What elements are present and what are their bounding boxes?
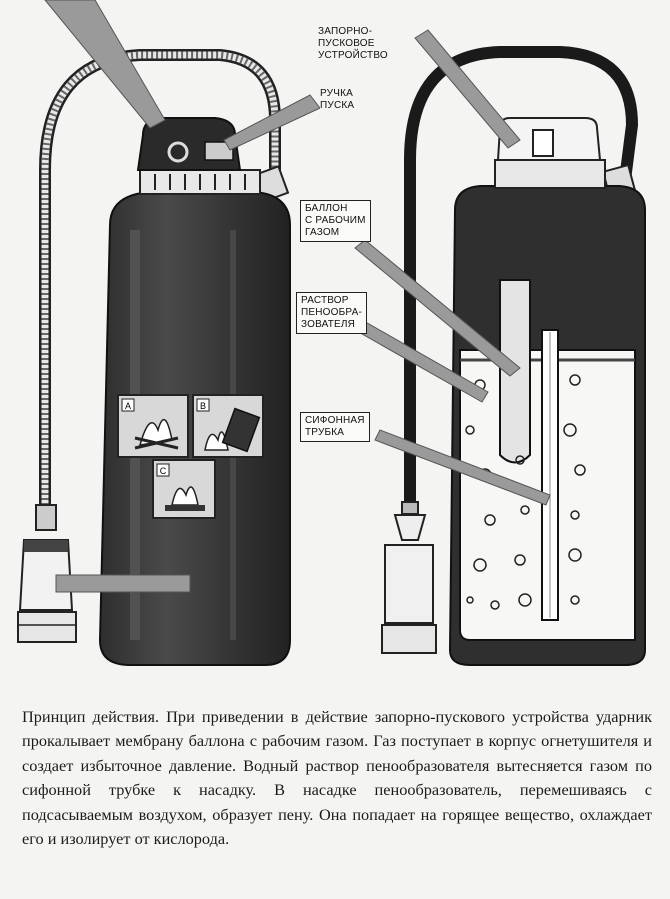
fire-class-b: B [192,394,264,458]
label-shutoff-device: ЗАПОРНО- ПУСКОВОЕ УСТРОЙСТВО [318,26,388,62]
extinguisher-diagram: A B C [17,0,646,666]
diagram-drawing: A B C [17,0,646,666]
svg-text:B: B [200,401,206,411]
fire-class-c: C [152,459,216,519]
label-siphon-tube: СИФОННАЯ ТРУБКА [300,412,370,442]
label-gas-cylinder: БАЛЛОН С РАБОЧИМ ГАЗОМ [300,200,371,242]
label-foam-solution: РАСТВОР ПЕНООБРА- ЗОВАТЕЛЯ [296,292,367,334]
svg-text:A: A [125,401,131,411]
caption-text: Принцип действия. При приведении в дейст… [22,707,652,849]
left-extinguisher: A B C [17,0,321,666]
svg-text:C: C [160,466,167,476]
right-hose [404,46,639,505]
right-extinguisher [354,29,646,666]
label-trigger-handle: РУЧКА ПУСКА [320,88,355,112]
left-nozzle [17,504,77,643]
fire-class-a: A [117,394,189,458]
